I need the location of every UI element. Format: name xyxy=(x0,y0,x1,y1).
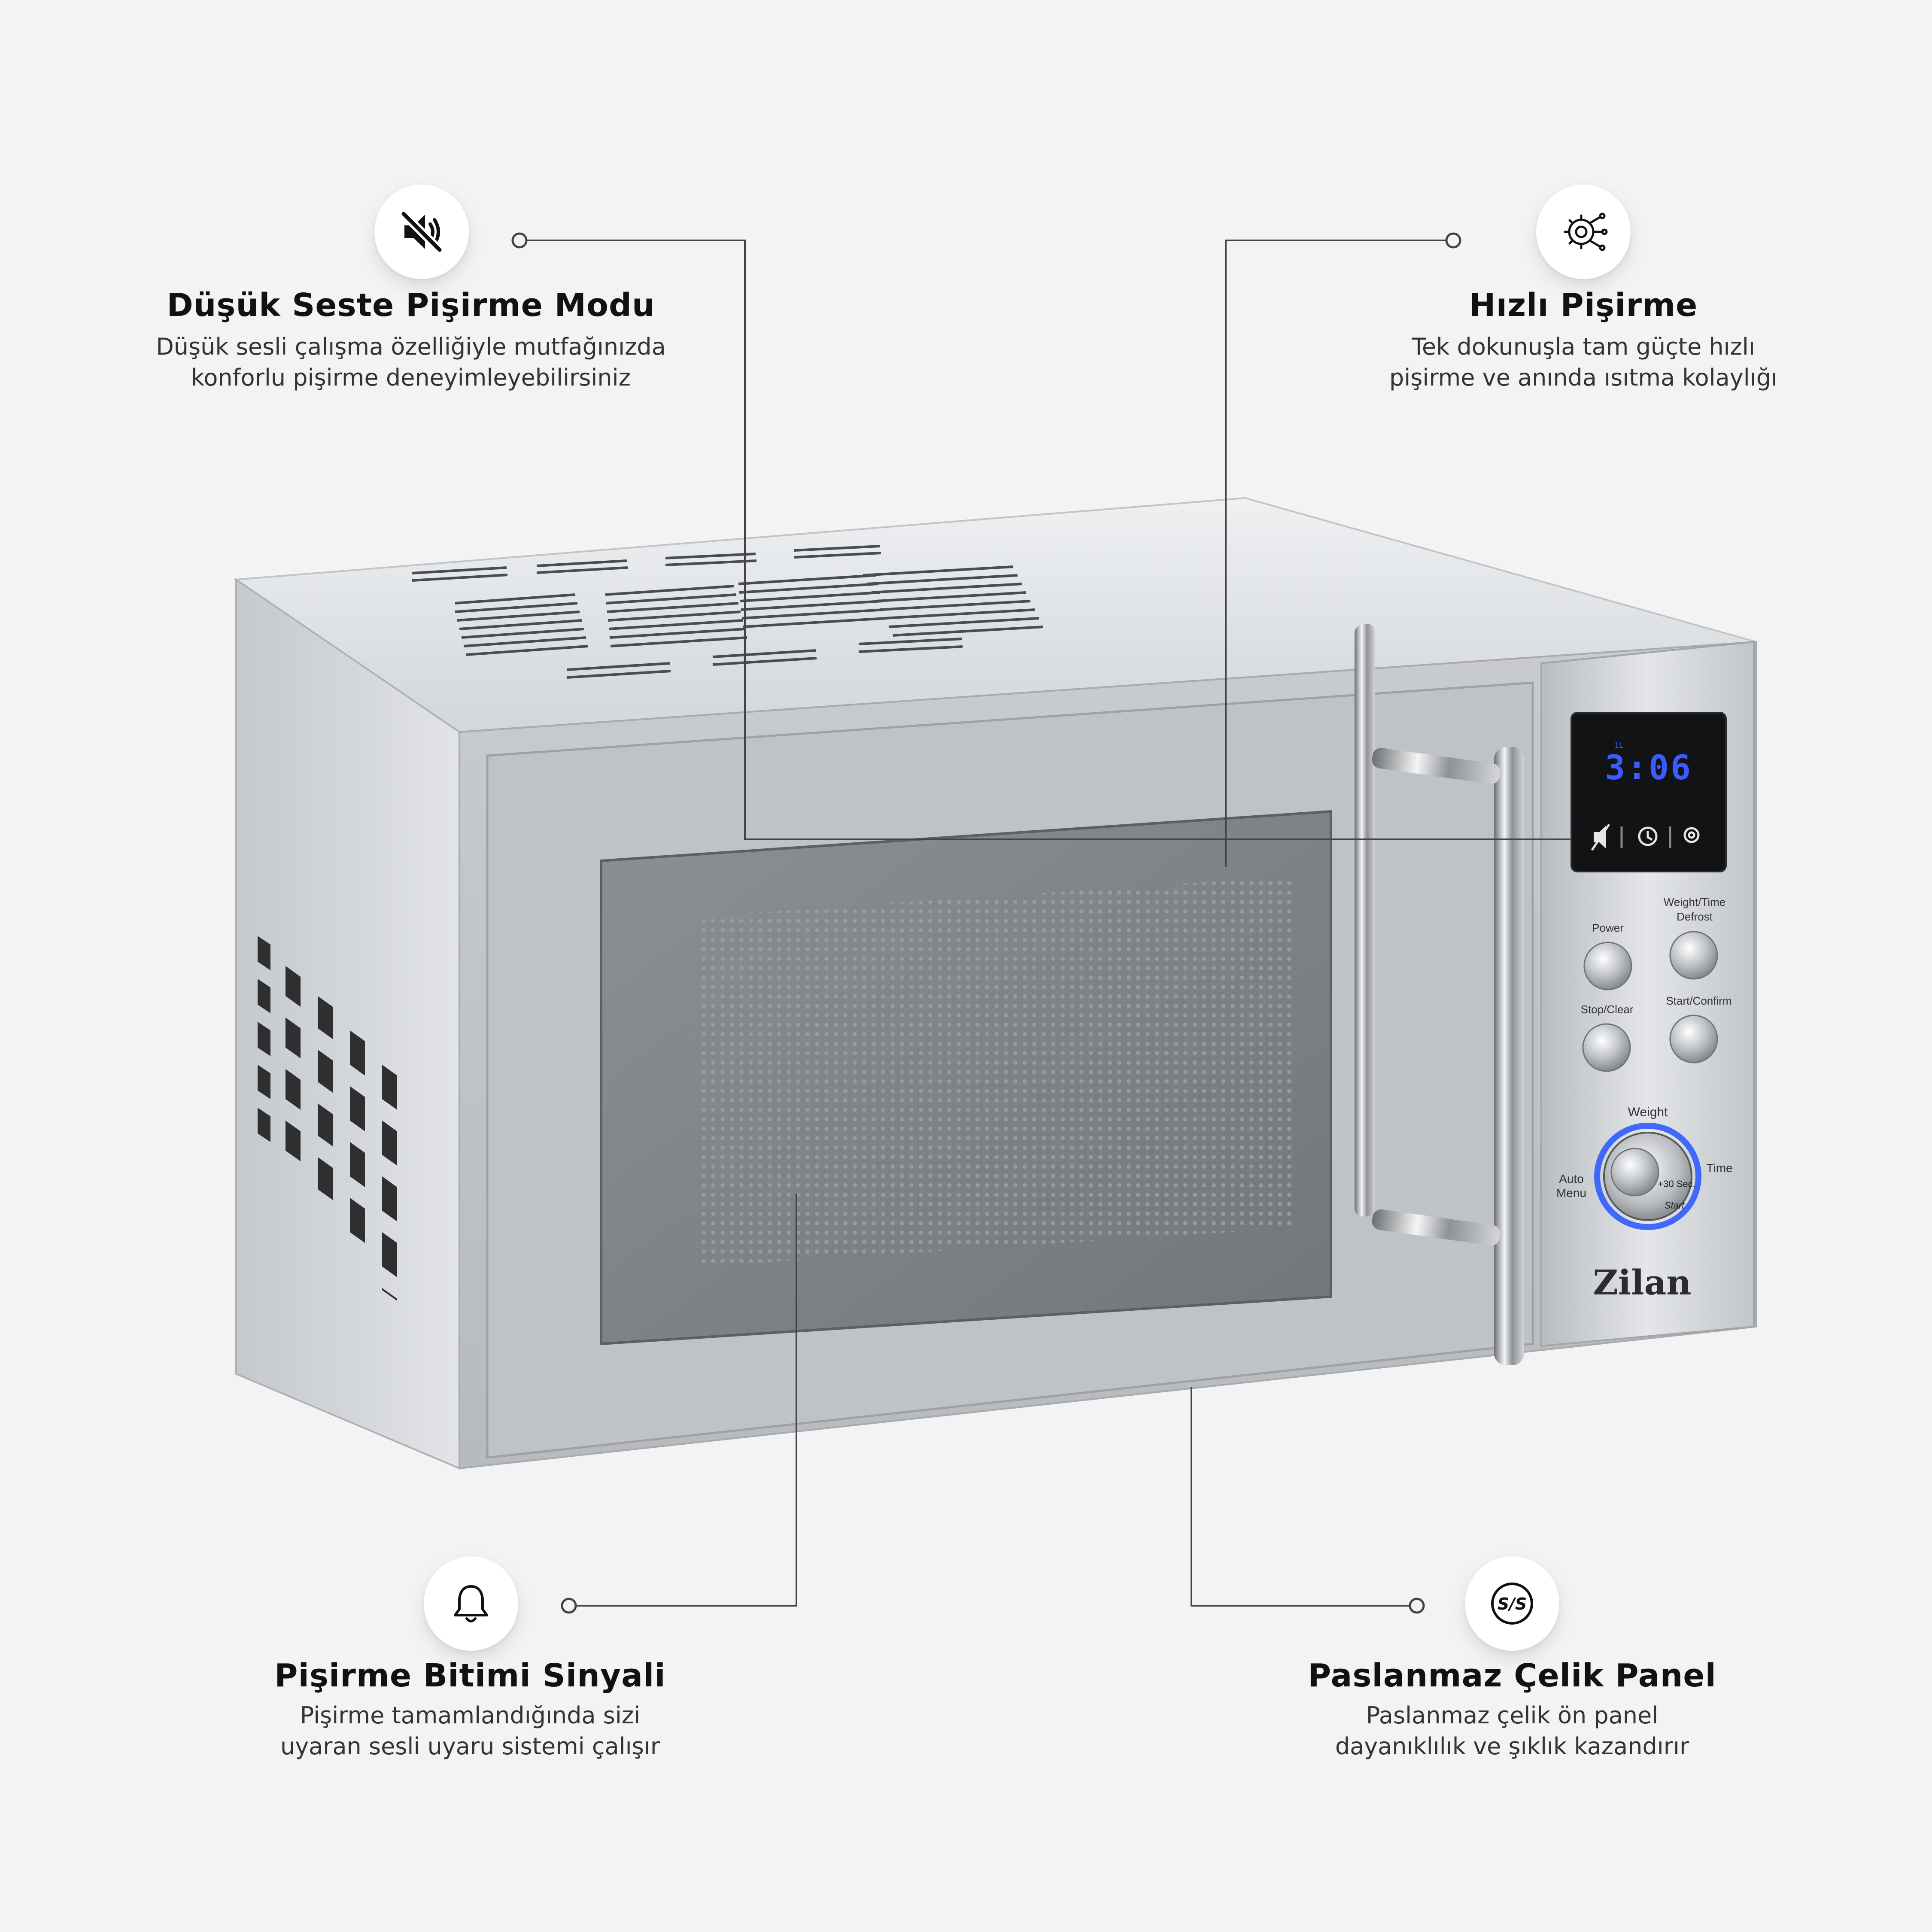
start-confirm-button[interactable] xyxy=(1669,1015,1718,1063)
quick-desc-line-1: Tek dokunuşla tam güçte hızlı xyxy=(1412,333,1755,360)
lcd-display xyxy=(1571,712,1727,872)
display-clock-icon xyxy=(1638,826,1658,846)
signal-feature-title: Pişirme Bitimi Sinyali xyxy=(274,1657,666,1694)
display-icons xyxy=(1591,823,1700,851)
dial-glow-ring xyxy=(1594,1123,1701,1230)
quiet-feature-title: Düşük Seste Pişirme Modu xyxy=(167,287,655,324)
display-time: 3:06 xyxy=(1605,749,1692,787)
quiet-desc-line-1: Düşük sesli çalışma özelliğiyle mutfağın… xyxy=(156,333,666,360)
steel-desc-line-2: dayanıklılık ve şıklık kazandırır xyxy=(1335,1733,1689,1760)
dial-30sec-label: +30 Sec. xyxy=(1658,1179,1695,1189)
side-vents xyxy=(258,936,397,1301)
display-small-text: 1L xyxy=(1614,741,1624,750)
display-mute-icon xyxy=(1591,823,1610,851)
quick-feature-desc: Tek dokunuşla tam güçte hızlı pişirme ve… xyxy=(1389,331,1777,393)
muted-speaker-icon xyxy=(400,210,443,253)
bell-icon xyxy=(454,1585,488,1622)
quick-icon-badge xyxy=(1536,185,1631,279)
stop-clear-button[interactable] xyxy=(1582,1023,1631,1072)
microwave-left-side xyxy=(235,578,460,1470)
quick-desc-line-2: pişirme ve anında ısıtma kolaylığı xyxy=(1389,364,1777,391)
svg-text:S/S: S/S xyxy=(1498,1595,1527,1613)
steel-icon-badge: S/S xyxy=(1465,1556,1559,1651)
quick-feature-title: Hızlı Pişirme xyxy=(1469,287,1698,324)
steel-desc-line-1: Paslanmaz çelik ön panel xyxy=(1366,1702,1659,1729)
brand-logo: Zilan xyxy=(1593,1262,1691,1303)
start-confirm-label: Start/Confirm xyxy=(1666,994,1732,1007)
display-gear-icon xyxy=(1683,827,1700,843)
door-mesh xyxy=(696,876,1297,1267)
dial-auto-label: Auto xyxy=(1559,1172,1584,1185)
dial-weight-label: Weight xyxy=(1628,1105,1668,1119)
quiet-feature-desc: Düşük sesli çalışma özelliğiyle mutfağın… xyxy=(156,331,666,393)
signal-desc-line-2: uyaran sesli uyaru sistemi çalışır xyxy=(280,1733,660,1760)
dial-time-label: Time xyxy=(1706,1161,1732,1175)
stop-clear-label: Stop/Clear xyxy=(1581,1003,1634,1016)
dial-start-label: Start xyxy=(1665,1200,1685,1211)
weight-time-label: Weight/Time xyxy=(1664,896,1726,908)
power-button[interactable] xyxy=(1583,942,1632,990)
signal-desc-line-1: Pişirme tamamlandığında sizi xyxy=(300,1702,641,1729)
signal-feature-desc: Pişirme tamamlandığında sizi uyaran sesl… xyxy=(280,1700,660,1762)
stainless-steel-icon: S/S xyxy=(1491,1583,1533,1625)
dial-menu-label: Menu xyxy=(1556,1186,1586,1200)
signal-icon-badge xyxy=(424,1556,518,1651)
weight-time-defrost-button[interactable] xyxy=(1669,931,1718,980)
power-label: Power xyxy=(1592,921,1624,934)
quick-cook-gear-icon xyxy=(1564,213,1608,251)
defrost-label: Defrost xyxy=(1677,910,1713,923)
steel-feature-title: Paslanmaz Çelik Panel xyxy=(1308,1657,1716,1694)
quiet-desc-line-2: konforlu pişirme deneyimleyebilirsiniz xyxy=(191,364,631,391)
dial-knob-center xyxy=(1610,1148,1659,1197)
steel-feature-desc: Paslanmaz çelik ön panel dayanıklılık ve… xyxy=(1335,1700,1689,1762)
quiet-icon-badge xyxy=(374,185,469,279)
